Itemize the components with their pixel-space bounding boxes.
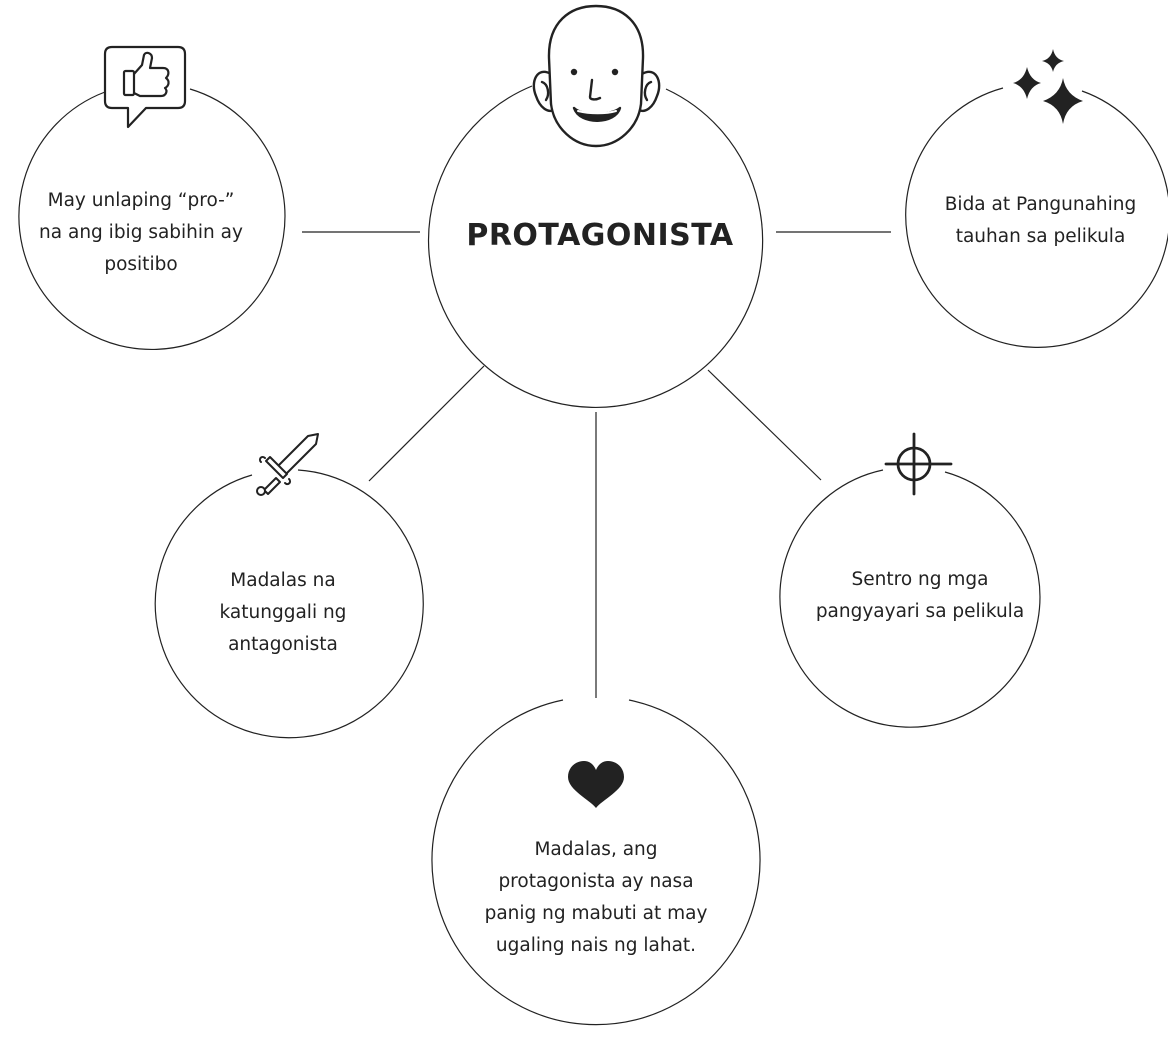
node-text-goodness: Madalas, ang protagonista ay nasa panig … [451,828,741,968]
smiling-face-icon [532,4,661,148]
center-title: PROTAGONISTA [466,217,734,253]
sparkles-icon [1013,49,1083,124]
node-text-line: pangyayari sa pelikula [815,601,1025,622]
node-circle-goodness [431,699,761,1026]
node-text-line: May unlaping “pro-” [47,190,235,211]
node-circle-rival [154,469,424,739]
node-text-line: katunggali ng [219,602,347,623]
node-text-line: protagonista ay nasa [498,871,694,892]
node-text-line: Bida at Pangunahing [944,194,1137,215]
node-circle-center-of-events [779,469,1041,728]
heart-icon [568,761,624,808]
node-circle-prefix [18,88,286,350]
node-text-prefix: May unlaping “pro-” na ang ibig sabihin … [10,180,272,286]
node-text-line: ugaling nais ng lahat. [495,935,697,956]
node-text-line: na ang ibig sabihin ay [39,222,243,243]
crosshair-icon [884,432,953,496]
connector-lower-right [707,369,822,481]
connector-lower-left [368,365,485,482]
node-text-line: Madalas, ang [534,839,658,860]
node-circle-lead [905,87,1168,348]
center-circle [428,85,764,409]
node-text-lead: Bida at Pangunahing tauhan sa pelikula [913,185,1168,257]
node-text-center-of-events: Sentro ng mga pangyayari sa pelikula [790,560,1050,632]
connectors [302,231,891,698]
thumbs-up-speech-bubble-icon [103,45,187,129]
node-text-line: positibo [104,254,178,275]
node-text-line: Madalas na [230,570,336,591]
node-text-rival: Madalas na katunggali ng antagonista [170,560,396,666]
node-text-line: tauhan sa pelikula [955,226,1126,247]
node-text-line: antagonista [228,634,338,655]
node-circles [18,85,1168,1026]
sword-icon [256,433,319,496]
node-text-line: panig ng mabuti at may [484,903,708,924]
node-text-line: Sentro ng mga [851,569,989,590]
